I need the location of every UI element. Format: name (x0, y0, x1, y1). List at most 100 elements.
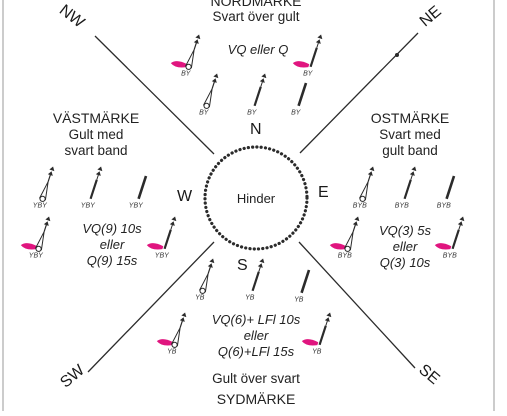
south-buoy-3: YB (294, 269, 311, 303)
south-buoy-2-topmark-lower (257, 263, 263, 268)
north-flash-pattern: VQ eller Q (227, 42, 289, 57)
south-buoy-2: YB (245, 258, 265, 301)
west-buoy-1-base (39, 195, 46, 202)
west-mark-name: VÄSTMÄRKE (52, 110, 140, 126)
west-buoy-lit-2-topmark-upper (171, 216, 177, 222)
south-buoy-2-topmark-upper (259, 258, 265, 264)
south-buoy-lit-2-topmark-lower (324, 317, 330, 322)
hinder-label: Hinder (236, 191, 276, 206)
east-buoy-2: BYB (395, 166, 417, 209)
direction-e: E (318, 184, 329, 201)
direction-n: N (250, 121, 262, 138)
north-buoy-lit-1-color-code: BY (181, 70, 192, 77)
north-buoy-3: BY (291, 82, 308, 116)
south-buoy-1: YB (195, 258, 215, 301)
east-buoy-2-color-code: BYB (395, 202, 409, 209)
east-buoy-2-mast (410, 173, 414, 180)
south-buoy-1-topmark-upper (209, 258, 215, 264)
west-buoy-lit-2-color-code: YBY (155, 252, 170, 259)
west-buoy-lit-2-mast (170, 223, 174, 230)
east-buoy-lit-2-body (451, 229, 460, 250)
north-buoy-1-base (203, 102, 210, 109)
south-buoy-3-body (300, 269, 311, 294)
north-buoy-lit-2-light-flare (292, 61, 310, 68)
north-mark-colors: Svart över gult (212, 9, 300, 24)
west-buoy-lit-1-topmark-lower (43, 221, 49, 226)
south-buoy-lit-1-light-flare (156, 339, 174, 346)
east-flash-line1: VQ(3) 5s (378, 223, 431, 238)
east-buoy-lit-2-topmark-upper (459, 216, 465, 222)
east-colors-line2: gult band (382, 143, 438, 158)
west-buoy-lit-1-mast (43, 223, 48, 232)
west-buoy-lit-1: YBY (20, 216, 51, 259)
east-buoy-lit-1-mast (352, 223, 357, 232)
west-buoy-2-topmark-upper (97, 166, 103, 172)
south-buoy-1-color-code: YB (195, 294, 205, 301)
west-buoy-1-color-code: YBY (33, 202, 48, 209)
north-buoy-1-mast (211, 80, 216, 89)
west-flash-line3: Q(9) 15s (86, 253, 138, 268)
south-buoy-3-color-code: YB (294, 296, 304, 303)
north-buoy-lit-1-topmark-lower (193, 39, 199, 44)
east-buoy-lit-1-light-flare (329, 243, 347, 250)
south-mark-colors: Gult över svart (212, 371, 300, 386)
north-buoy-lit-1-topmark-upper (195, 34, 201, 40)
north-buoy-3-color-code: BY (291, 109, 302, 116)
east-mark-name: OSTMÄRKE (370, 110, 450, 126)
north-buoy-lit-2-topmark-upper (317, 34, 323, 40)
west-colors-line2: svart band (64, 143, 128, 158)
east-buoy-2-body (403, 179, 412, 200)
west-buoy-lit-2-topmark-lower (169, 221, 175, 226)
south-buoy-lit-2-color-code: YB (312, 348, 322, 355)
west-flash-line2: eller (99, 237, 125, 252)
west-buoy-3: YBY (129, 175, 148, 209)
hinder-circle (203, 145, 309, 251)
east-buoy-3-body (445, 175, 456, 200)
north-buoy-3-body (297, 82, 308, 107)
east-buoy-1-base (359, 195, 366, 202)
line-ne (299, 32, 419, 154)
east-buoy-lit-2: BYB (434, 216, 465, 259)
direction-s: S (237, 257, 248, 274)
south-buoy-lit-1-mast (179, 319, 184, 328)
east-buoy-1-topmark-lower (367, 171, 373, 176)
west-buoy-lit-1-color-code: YBY (29, 252, 44, 259)
south-buoy-lit-1-base (171, 341, 178, 348)
west-buoy-1: YBY (33, 166, 55, 209)
west-buoy-2: YBY (81, 166, 103, 209)
east-flash-line2: eller (392, 239, 418, 254)
north-buoy-lit-1: BY (170, 34, 201, 77)
south-buoy-1-base (199, 287, 206, 294)
north-buoy-2-body (253, 86, 262, 107)
east-buoy-lit-2-light-flare (434, 243, 452, 250)
south-buoy-lit-2-body (318, 325, 327, 346)
south-buoy-lit-1: YB (156, 312, 187, 355)
south-buoy-lit-1-color-code: YB (167, 348, 177, 355)
east-buoy-lit-2-mast (458, 223, 462, 230)
east-buoy-1-mast (367, 173, 372, 182)
north-buoy-lit-2-topmark-lower (315, 39, 321, 44)
east-buoy-lit-2-topmark-lower (457, 221, 463, 226)
line-se (298, 241, 416, 369)
north-buoy-2-topmark-upper (261, 73, 267, 79)
west-buoy-3-body (137, 175, 148, 200)
east-buoy-2-topmark-upper (411, 166, 417, 172)
north-buoy-1: BY (199, 73, 219, 116)
north-buoy-2: BY (247, 73, 267, 116)
north-mark-name: NORDMÄRKE (210, 0, 302, 9)
east-buoy-lit-1-color-code: BYB (338, 252, 352, 259)
west-buoy-lit-2: YBY (146, 216, 177, 259)
north-buoy-1-topmark-lower (211, 78, 217, 83)
north-buoy-1-color-code: BY (199, 109, 210, 116)
east-buoy-2-topmark-lower (409, 171, 415, 176)
south-buoy-2-mast (258, 265, 262, 272)
east-buoy-lit-1-base (344, 245, 351, 252)
east-buoy-lit-1-topmark-upper (354, 216, 360, 222)
south-buoy-lit-1-topmark-lower (179, 317, 185, 322)
east-buoy-lit-1: BYB (329, 216, 360, 259)
north-buoy-lit-1-base (185, 63, 192, 70)
east-buoy-1-color-code: BYB (353, 202, 367, 209)
